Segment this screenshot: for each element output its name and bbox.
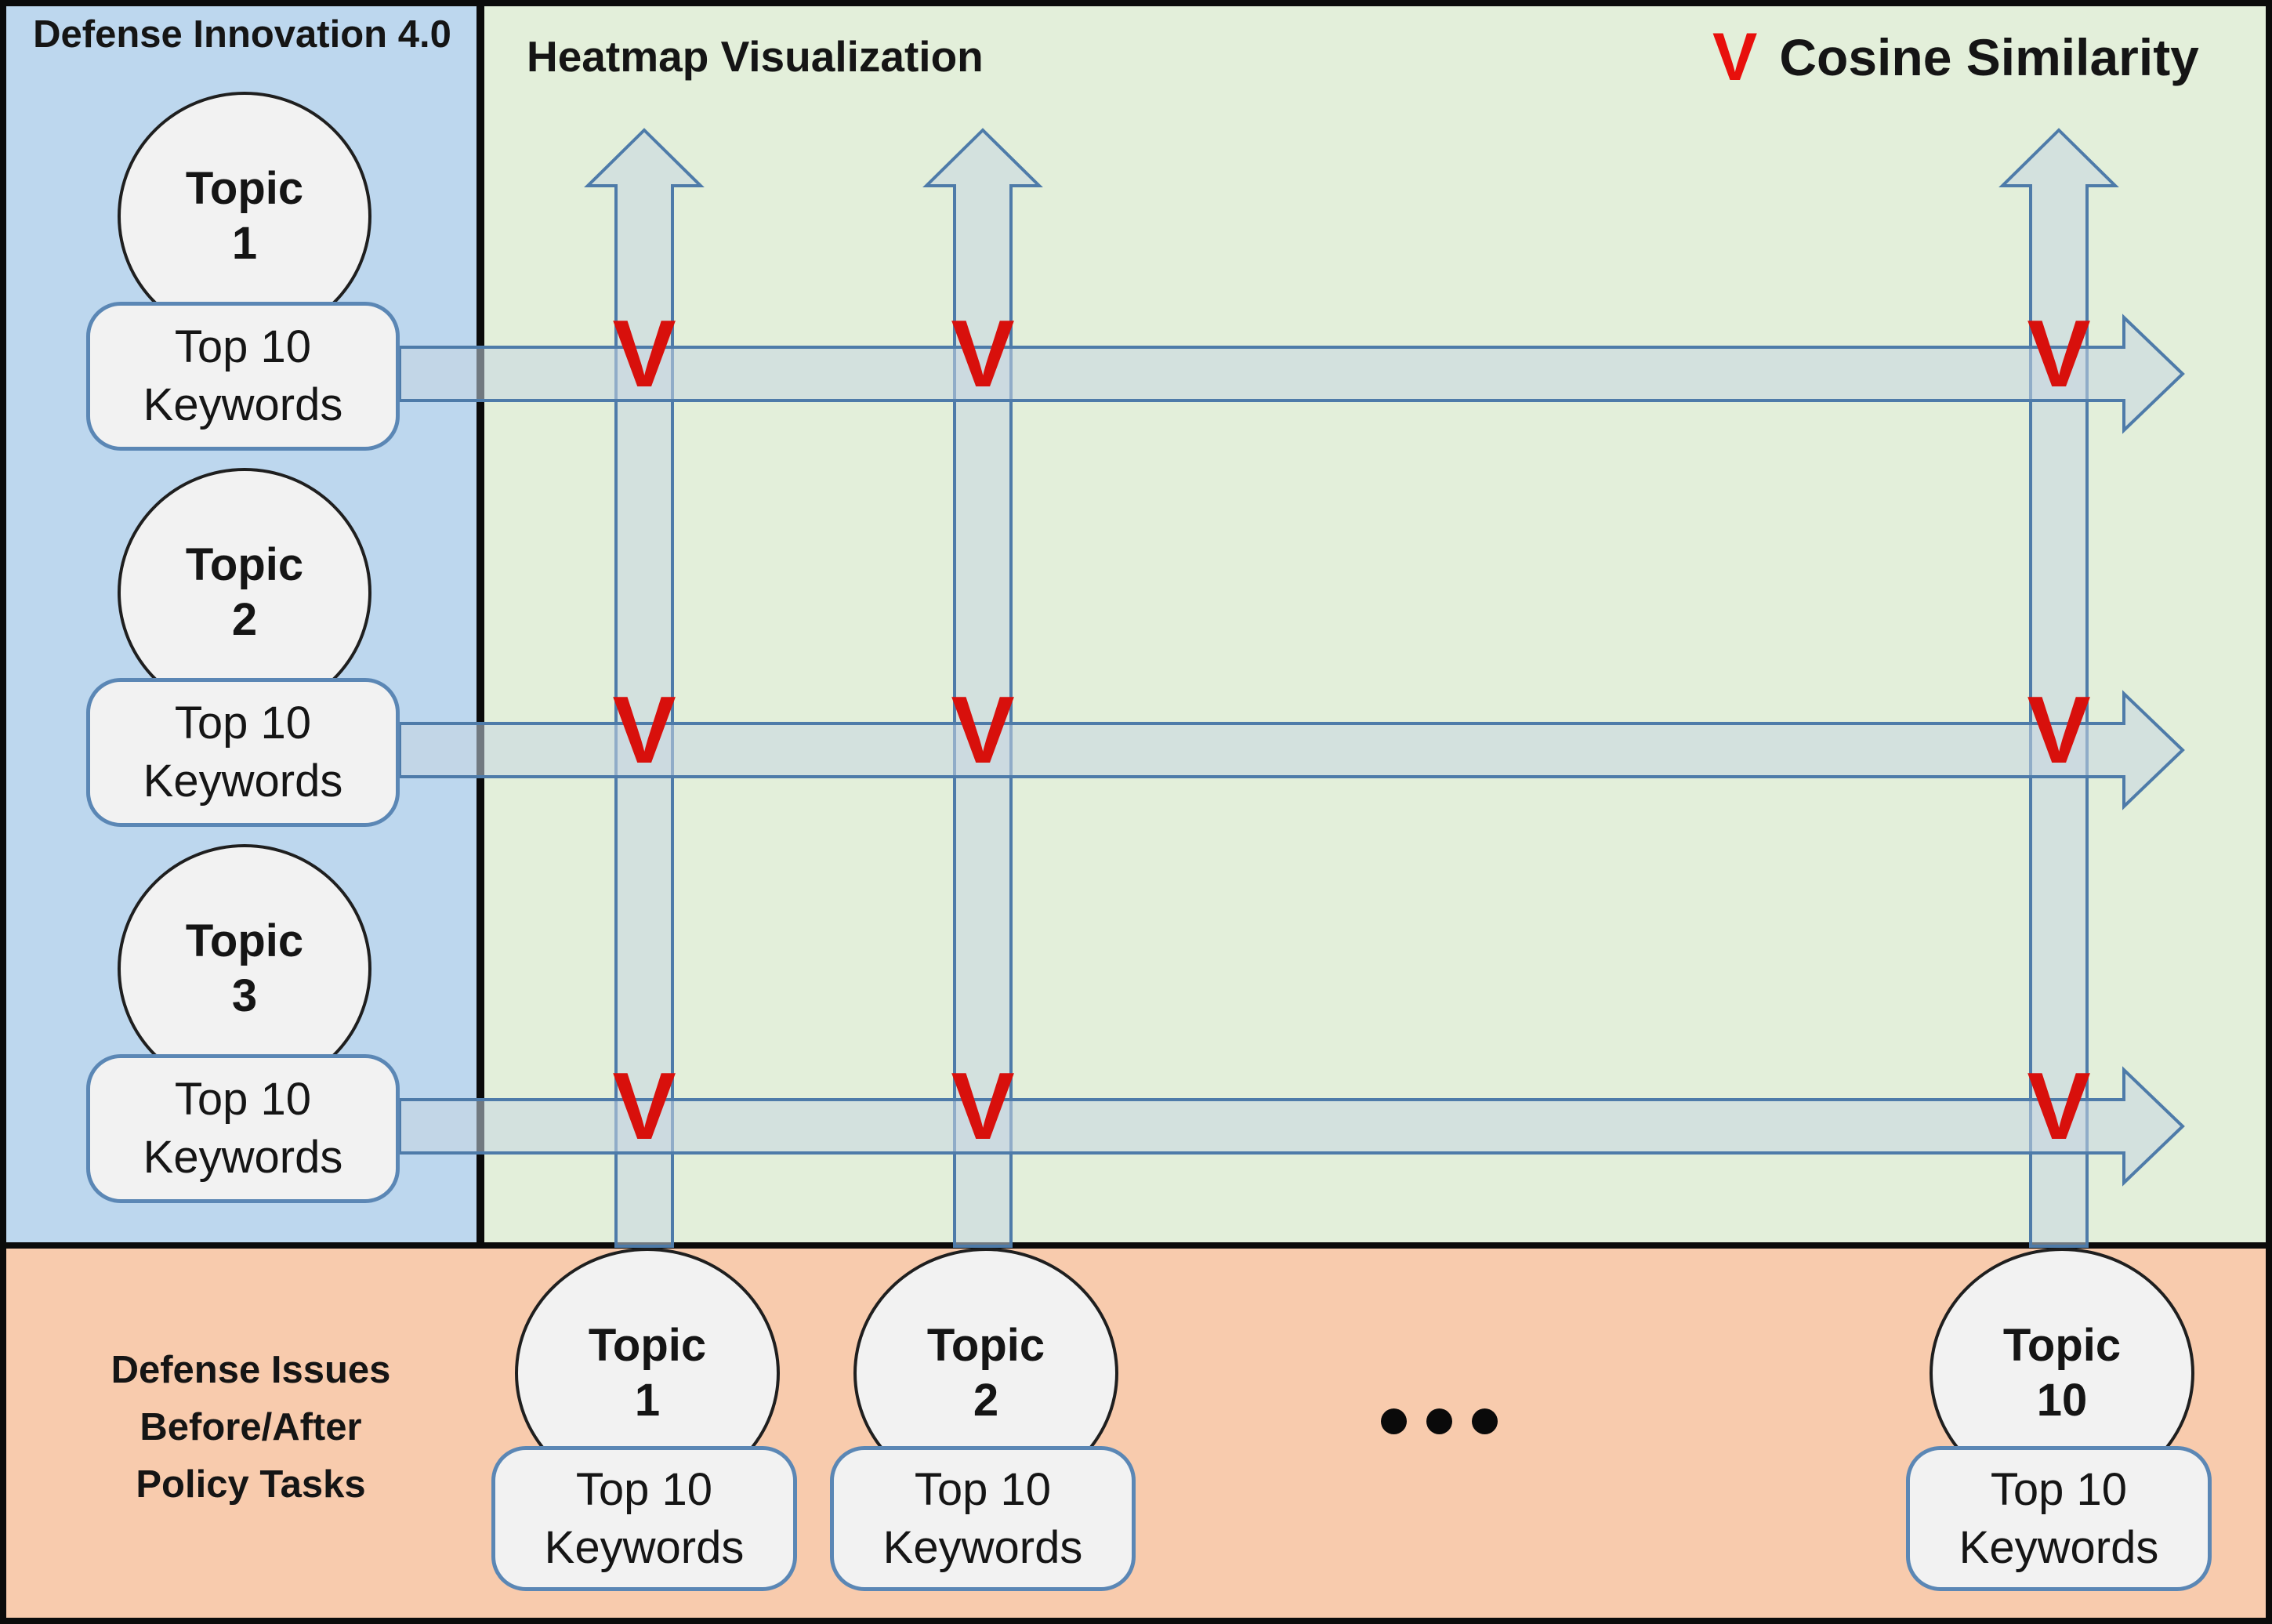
left-topic-2-keywords-box: Top 10 Keywords: [86, 678, 400, 827]
heatmap-panel-background: [484, 6, 2266, 1242]
keywords-line1: Top 10: [575, 1463, 713, 1515]
legend-label: Cosine Similarity: [1779, 28, 2199, 86]
bottom-topic-10-keywords-box: Top 10 Keywords: [1906, 1446, 2212, 1591]
topic-name: Topic: [185, 539, 304, 590]
left-topic-1-circle: Topic 1: [118, 92, 371, 341]
cosine-mark-r2c2: V: [951, 676, 1015, 783]
horizontal-arrow-3: [398, 1066, 2185, 1187]
keywords-line2: Keywords: [143, 379, 343, 430]
keywords-line2: Keywords: [143, 1132, 343, 1183]
cosine-mark-r2c1: V: [612, 676, 676, 783]
topic-number: 3: [231, 970, 258, 1021]
left-topic-3-keywords-box: Top 10 Keywords: [86, 1054, 400, 1203]
cosine-mark-r3c3: V: [2027, 1053, 2091, 1159]
cosine-mark-r3c1: V: [612, 1053, 676, 1159]
keywords-line2: Keywords: [882, 1521, 1083, 1573]
bottom-topic-2-keywords-box: Top 10 Keywords: [830, 1446, 1136, 1591]
topic-number: 1: [634, 1375, 661, 1426]
topic-number: 10: [2036, 1375, 2088, 1426]
vertical-arrow-2: [922, 128, 1043, 1248]
bottom-panel-background: [6, 1249, 2266, 1618]
topic-number: 1: [231, 218, 258, 269]
cosine-mark-r2c3: V: [2027, 676, 2091, 783]
left-topic-2-circle: Topic 2: [118, 468, 371, 717]
bottom-label-line2: Before/After: [140, 1406, 362, 1448]
horizontal-arrow-2: [398, 690, 2185, 810]
topic-name: Topic: [588, 1320, 707, 1371]
ellipsis-dot: [1472, 1408, 1498, 1434]
keywords-line1: Top 10: [174, 321, 312, 372]
bottom-label-line1: Defense Issues: [111, 1349, 391, 1391]
keywords-line1: Top 10: [174, 1074, 312, 1125]
keywords-line1: Top 10: [1990, 1463, 2128, 1515]
topic-number: 2: [231, 594, 258, 645]
topic-name: Topic: [185, 163, 304, 214]
heatmap-title: Heatmap Visualization: [527, 32, 984, 81]
left-panel-title: Defense Innovation 4.0: [33, 13, 451, 56]
horizontal-arrow-1: [398, 314, 2185, 434]
topic-name: Topic: [2002, 1320, 2122, 1371]
cosine-mark-r1c3: V: [2027, 300, 2091, 407]
cosine-mark-r1c2: V: [951, 300, 1015, 407]
omitted-topics-ellipsis: [1381, 1408, 1498, 1434]
keywords-line2: Keywords: [143, 756, 343, 807]
cosine-mark-r3c2: V: [951, 1053, 1015, 1159]
bottom-label-line3: Policy Tasks: [136, 1463, 366, 1506]
vertical-arrow-3: [1998, 128, 2119, 1248]
keywords-line1: Top 10: [174, 698, 312, 749]
cosine-mark-r1c1: V: [612, 300, 676, 407]
left-topic-3-circle: Topic 3: [118, 844, 371, 1093]
cosine-mark-icon: V: [1712, 20, 1758, 95]
keywords-line2: Keywords: [1959, 1521, 2159, 1573]
ellipsis-dot: [1381, 1408, 1407, 1434]
topic-number: 2: [973, 1375, 999, 1426]
topic-name: Topic: [926, 1320, 1045, 1371]
bottom-panel-label: Defense Issues Before/After Policy Tasks: [31, 1342, 470, 1513]
keywords-line1: Top 10: [914, 1463, 1052, 1515]
cosine-similarity-legend: V Cosine Similarity: [1712, 24, 2199, 91]
left-topic-1-keywords-box: Top 10 Keywords: [86, 302, 400, 451]
keywords-line2: Keywords: [544, 1521, 745, 1573]
topic-name: Topic: [185, 915, 304, 966]
vertical-arrow-1: [584, 128, 705, 1248]
bottom-topic-1-keywords-box: Top 10 Keywords: [491, 1446, 797, 1591]
ellipsis-dot: [1426, 1408, 1452, 1434]
